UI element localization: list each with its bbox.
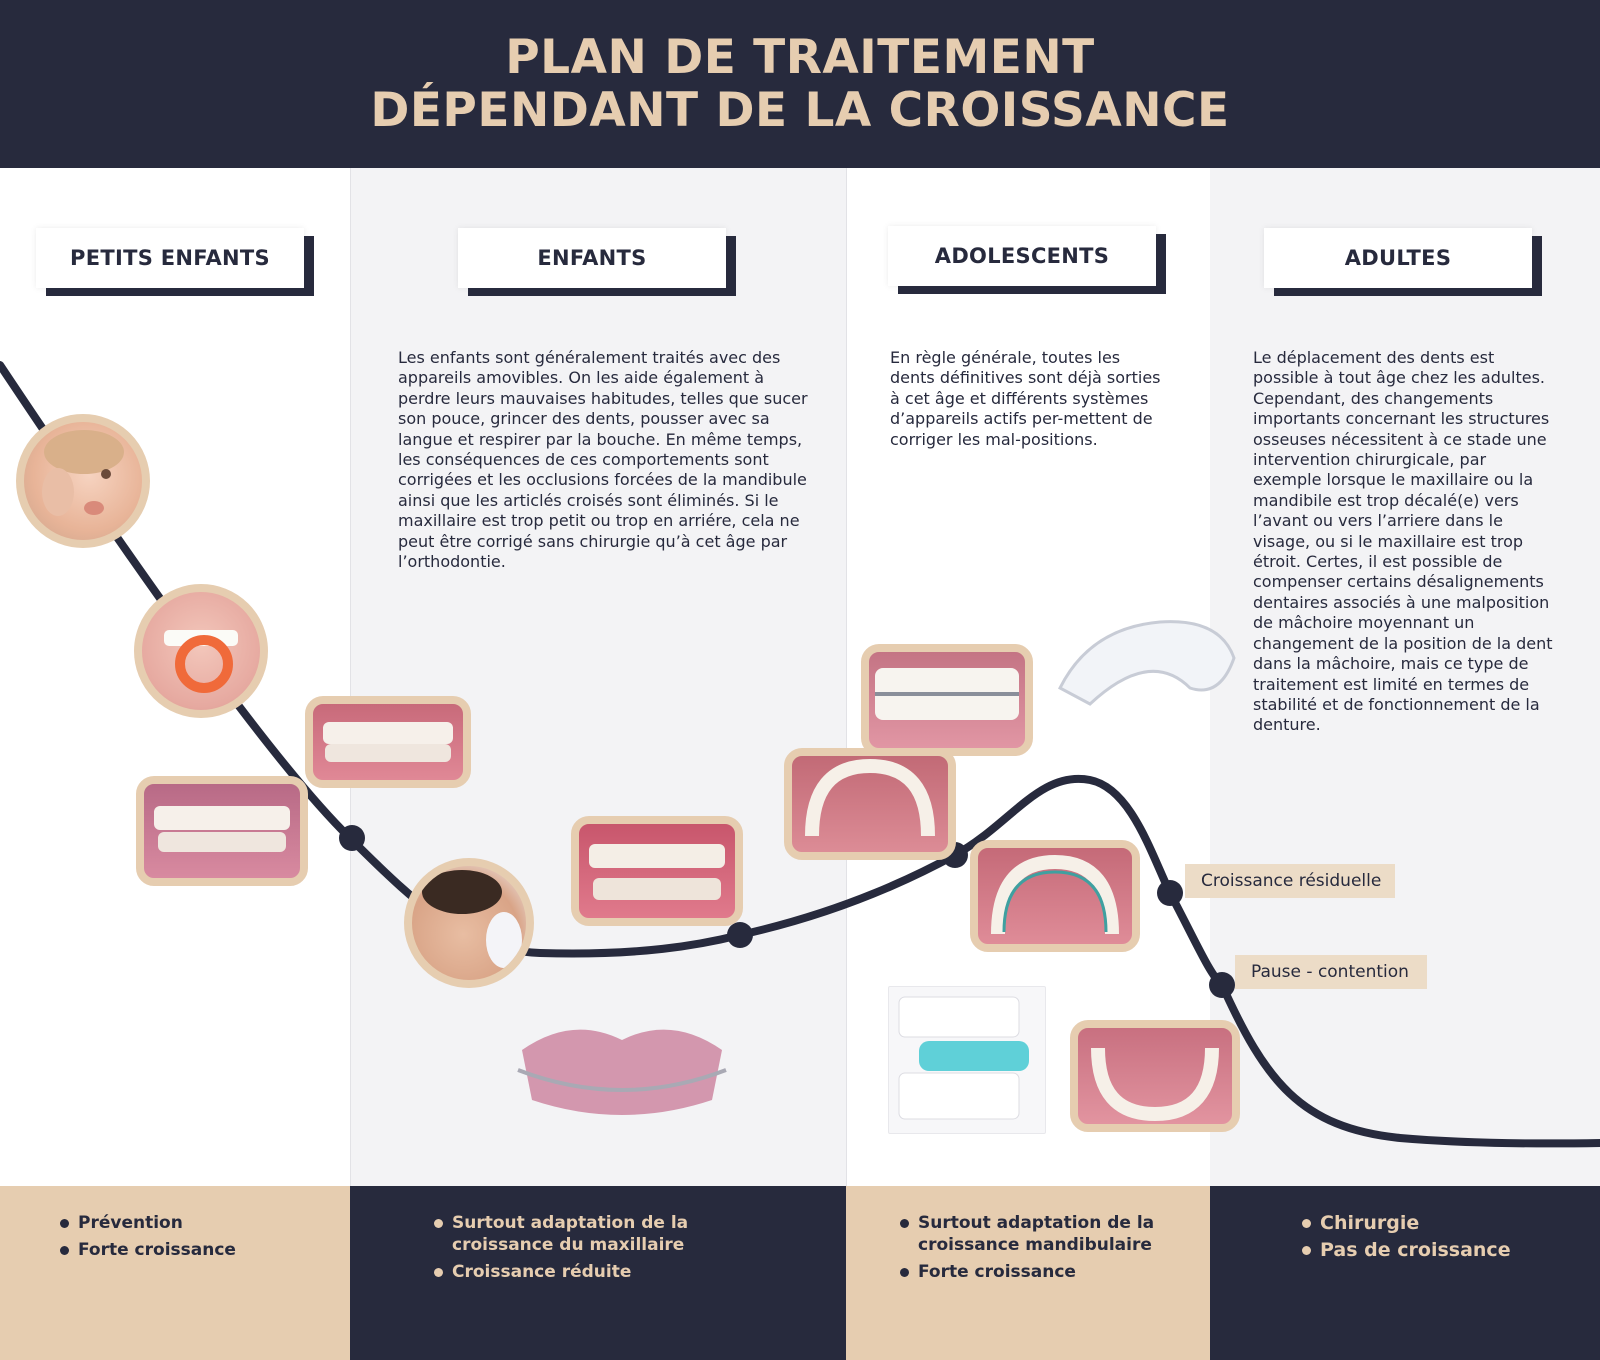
photo-child-teeth-2 bbox=[136, 776, 308, 886]
footer-item: Surtout adaptation de la croissance mand… bbox=[900, 1212, 1160, 1256]
stage-label-adolescents: ADOLESCENTS bbox=[888, 226, 1156, 286]
child-face-icon bbox=[42, 430, 124, 516]
photo-open-bite bbox=[571, 816, 743, 926]
footer-list-adolescents: Surtout adaptation de la croissance mand… bbox=[900, 1212, 1160, 1288]
sleeping-face-icon bbox=[422, 870, 522, 968]
title-line-1: PLAN DE TRAITEMENT bbox=[505, 30, 1095, 85]
photo-clear-aligner bbox=[1050, 608, 1240, 718]
photo-child-teeth-1 bbox=[305, 696, 471, 788]
photo-functional-appliance bbox=[888, 986, 1046, 1134]
photo-braces bbox=[861, 644, 1033, 756]
photo-palate-braces bbox=[970, 840, 1140, 952]
aligner-icon bbox=[1058, 620, 1236, 706]
photo-thumb-sucking-child bbox=[16, 414, 150, 548]
photo-mouth-ring bbox=[134, 584, 268, 718]
removable-appliance-icon bbox=[517, 1029, 727, 1115]
description-enfants: Les enfants sont généralement traités av… bbox=[398, 348, 808, 572]
description-adultes: Le déplacement des dents est possible à … bbox=[1253, 348, 1553, 735]
lower-arch-icon bbox=[1091, 1047, 1219, 1122]
footer-list-enfants: Surtout adaptation de la croissance du m… bbox=[434, 1212, 764, 1288]
footer-item: Forte croissance bbox=[60, 1239, 236, 1261]
curve-node-1 bbox=[339, 825, 365, 851]
stage-label-adultes: ADULTES bbox=[1264, 228, 1532, 288]
callout-retention-pause: Pause - contention bbox=[1235, 955, 1427, 989]
title-line-2: DÉPENDANT DE LA CROISSANCE bbox=[370, 83, 1230, 138]
column-adultes bbox=[1210, 168, 1600, 1186]
description-adolescents: En règle générale, toutes les dents défi… bbox=[890, 348, 1161, 449]
footer-list-petits-enfants: Prévention Forte croissance bbox=[60, 1212, 236, 1266]
photo-palate-top bbox=[784, 748, 956, 860]
stage-label-enfants: ENFANTS bbox=[458, 228, 726, 288]
footer-adolescents: Surtout adaptation de la croissance mand… bbox=[846, 1186, 1210, 1360]
column-enfants bbox=[350, 168, 846, 1186]
curve-node-4 bbox=[1157, 880, 1183, 906]
footer-item: Prévention bbox=[60, 1212, 236, 1234]
footer-item: Forte croissance bbox=[900, 1261, 1160, 1283]
footer-petits-enfants: Prévention Forte croissance bbox=[0, 1186, 350, 1360]
teeth-icon bbox=[589, 844, 725, 900]
footer-list-adultes: Chirurgie Pas de croissance bbox=[1302, 1212, 1511, 1266]
functional-appliance-icon bbox=[898, 996, 1029, 1120]
footer-item: Surtout adaptation de la croissance du m… bbox=[434, 1212, 764, 1256]
teeth-icon bbox=[154, 806, 290, 852]
footer-item: Chirurgie bbox=[1302, 1212, 1511, 1234]
curve-node-2 bbox=[727, 922, 753, 948]
curve-node-5 bbox=[1209, 972, 1235, 998]
stage-label-petits-enfants: PETITS ENFANTS bbox=[36, 228, 304, 288]
mouth-ring-icon bbox=[164, 630, 238, 693]
footer-enfants: Surtout adaptation de la croissance du m… bbox=[350, 1186, 846, 1360]
photo-sleeping-child bbox=[404, 858, 534, 988]
palate-icon bbox=[805, 758, 935, 837]
footer-adultes: Chirurgie Pas de croissance bbox=[1210, 1186, 1600, 1360]
photo-lower-arch bbox=[1070, 1020, 1240, 1132]
callout-residual-growth: Croissance résiduelle bbox=[1185, 864, 1395, 898]
photo-removable-appliance bbox=[512, 1010, 734, 1132]
header-banner: PLAN DE TRAITEMENT DÉPENDANT DE LA CROIS… bbox=[0, 0, 1600, 168]
teeth-icon bbox=[323, 722, 453, 762]
palate-braces-icon bbox=[991, 854, 1119, 935]
footer-item: Pas de croissance bbox=[1302, 1239, 1511, 1261]
braces-icon bbox=[875, 668, 1019, 720]
footer-item: Croissance réduite bbox=[434, 1261, 764, 1283]
